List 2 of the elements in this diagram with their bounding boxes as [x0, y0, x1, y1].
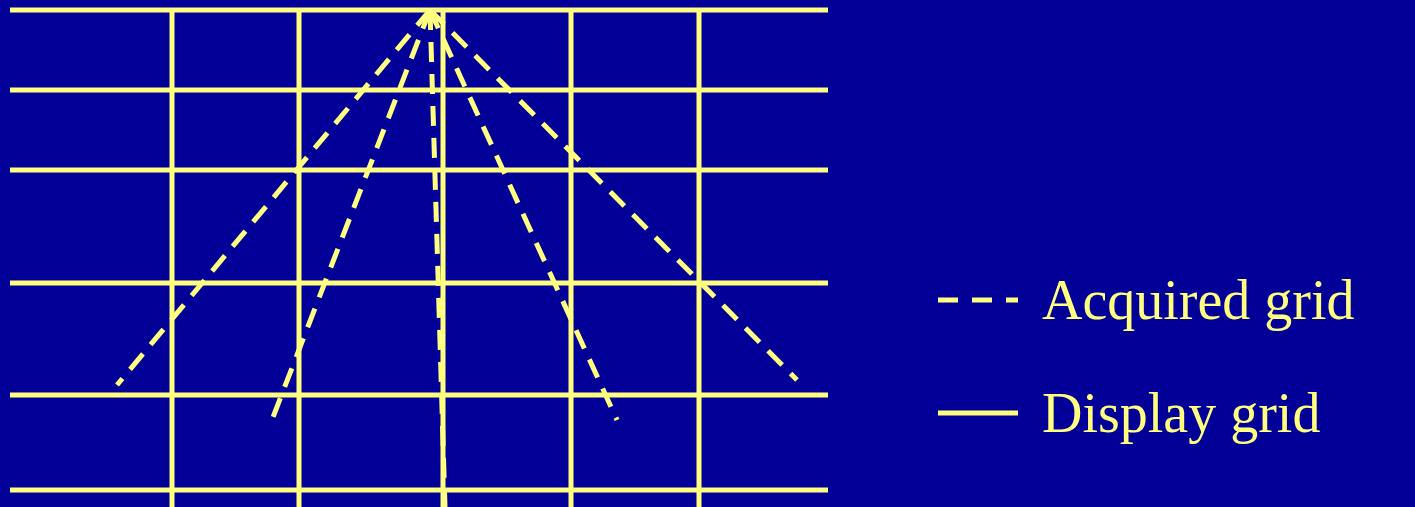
- legend-text: Acquired grid: [1042, 270, 1355, 330]
- legend-text: Display grid: [1042, 383, 1321, 443]
